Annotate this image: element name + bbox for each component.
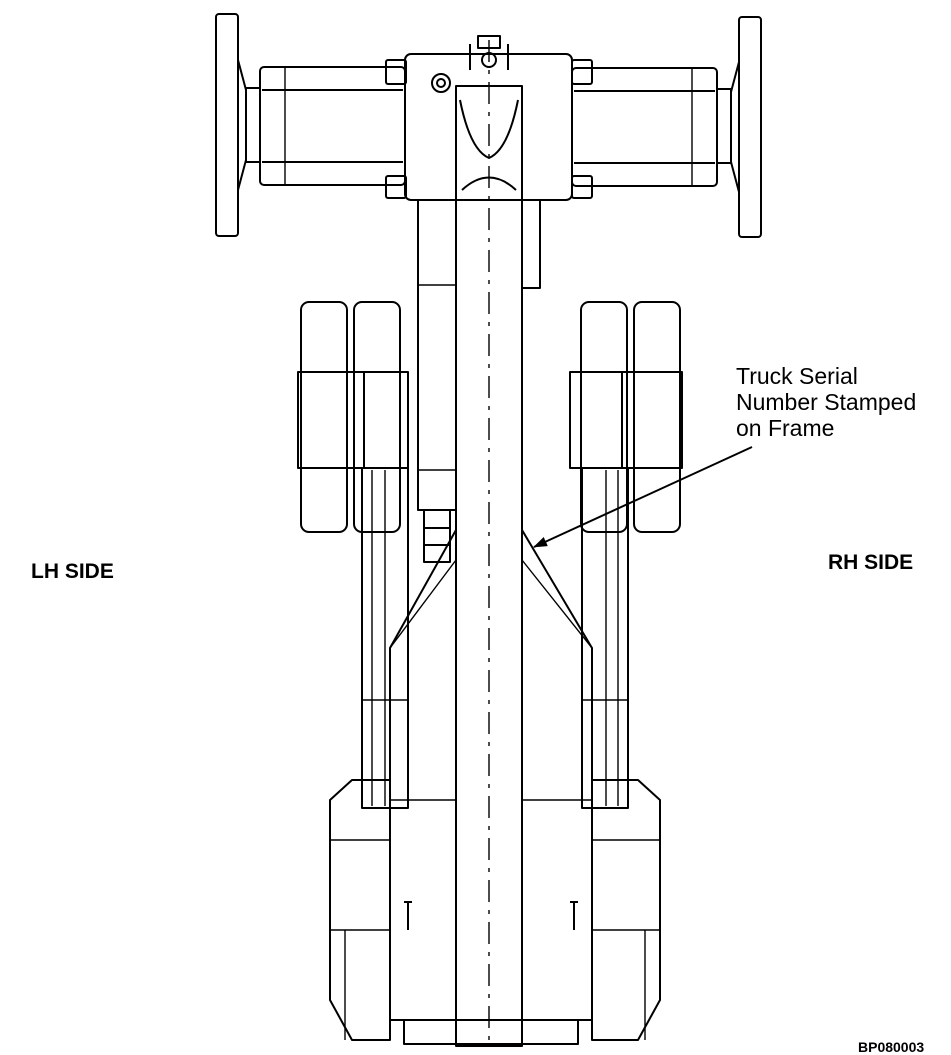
callout-line-2: Number Stamped <box>736 389 917 415</box>
right-upright-assembly <box>569 301 683 809</box>
figure-id: BP080003 <box>858 1039 925 1055</box>
left-upright-assembly <box>297 301 409 809</box>
left-front-wheel <box>215 13 239 237</box>
lh-side-label: LH SIDE <box>31 560 114 583</box>
serial-number-callout: Truck Serial Number Stamped on Frame <box>736 363 916 441</box>
serial-number-leader-arrow <box>533 446 753 548</box>
right-front-wheel <box>738 16 762 238</box>
frame-spine <box>455 85 523 1047</box>
callout-line-1: Truck Serial <box>736 363 858 389</box>
rear-carriage <box>329 779 661 1045</box>
callout-line-3: on Frame <box>736 415 835 441</box>
main-frame <box>389 40 593 1047</box>
rh-side-label: RH SIDE <box>828 551 914 574</box>
